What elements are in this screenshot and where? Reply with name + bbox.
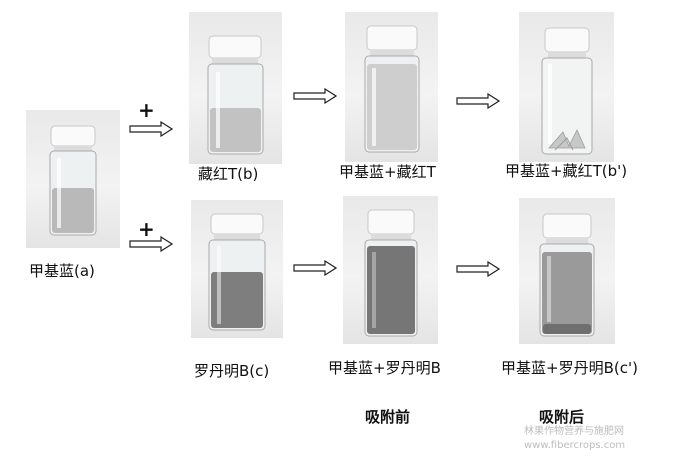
plus-sign-bottom: + [138,217,155,241]
label-mix-rhodamine-after: 甲基蓝+罗丹明B(c') [501,359,638,377]
label-mix-safranine-after: 甲基蓝+藏红T(b') [505,162,628,180]
vial-mix-rhodamine-before [364,209,418,337]
arrow-right-icon [293,260,337,276]
vial-photo-rhodamine [191,200,283,338]
watermark-url: www.fibercrops.com [524,440,626,451]
vial-mix-safranine-before [364,25,420,153]
arrow-right-icon [293,88,337,104]
vial-mix-rhodamine-after [539,213,595,337]
label-safranine: 藏红T(b) [198,165,259,183]
vial-photo-mix-safranine-after [519,12,614,162]
vial-photo-methyl-blue [26,110,120,248]
vial-mix-safranine-after [541,27,593,155]
vial-photo-mix-safranine-before [345,12,438,162]
vial-photo-mix-rhodamine-before [343,196,438,344]
label-before-adsorption: 吸附前 [365,408,411,426]
label-methyl-blue: 甲基蓝(a) [29,262,95,280]
label-after-adsorption: 吸附后 [539,408,585,426]
arrow-right-icon [456,93,500,109]
label-rhodamine: 罗丹明B(c) [194,362,270,380]
label-mix-rhodamine-before: 甲基蓝+罗丹明B [328,359,441,377]
watermark-site-name: 林果作物营养与施肥网 [524,426,624,437]
arrow-right-icon [456,261,500,277]
vial-methyl-blue [49,125,97,236]
arrow-right-icon [129,236,173,252]
plus-sign-top: + [138,98,155,122]
vial-safranine [207,35,264,155]
vial-photo-safranine [189,12,282,164]
vial-rhodamine [208,213,266,331]
arrow-right-icon [129,121,173,137]
watermark: 林果作物营养与施肥网 www.fibercrops.com [524,425,674,453]
vial-photo-mix-rhodamine-after [519,198,615,344]
label-mix-safranine-before: 甲基蓝+藏红T [339,163,436,181]
